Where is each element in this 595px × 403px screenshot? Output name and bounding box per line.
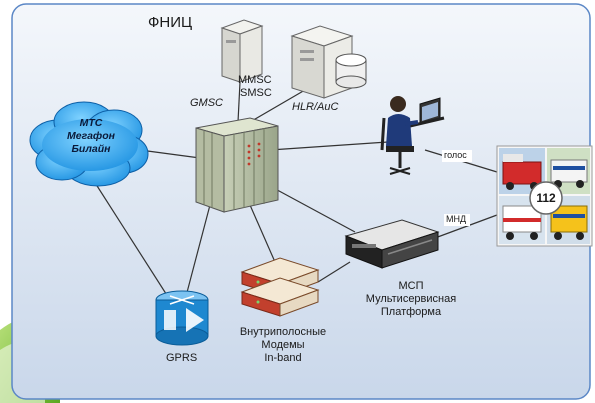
modems-label-line-3: In-band	[264, 352, 302, 364]
router-icon	[155, 290, 209, 346]
cloud-label-line-1: МТС	[79, 117, 103, 129]
gmsc-label: GMSC	[190, 97, 223, 109]
emergency-vehicles-icon	[496, 145, 593, 247]
link-gmsc-msp	[267, 184, 356, 233]
modems-label: Внутриполосные Модемы In-band	[228, 326, 338, 365]
mmsc-server-icon	[220, 19, 264, 83]
link-cloud-gprs	[91, 177, 171, 301]
link-gmsc-operator	[269, 141, 389, 151]
link-gmsc-gprs	[184, 204, 211, 301]
link-modems-msp	[317, 261, 351, 283]
cloud-label-line-3: Билайн	[71, 143, 111, 155]
cloud-label: МТС Мегафон Билайн	[56, 117, 126, 156]
database-icon	[335, 53, 367, 89]
gprs-label: GPRS	[166, 352, 198, 364]
mnd-link-tag-bg	[444, 214, 470, 226]
connection-lines	[91, 81, 498, 301]
hlr-label: HLR/AuC	[292, 101, 339, 113]
msp-label-line-2: Мультисервисная	[365, 293, 457, 305]
msp-label: МСП Мультисервисная Платформа	[356, 280, 466, 319]
link-cloud-gmsc	[139, 149, 201, 159]
link-gmsc-mmsc	[237, 81, 241, 123]
operators-cloud	[29, 101, 149, 187]
msp-label-line-3: Платформа	[380, 306, 442, 318]
diagram-title: ФНИЦ	[148, 14, 193, 31]
smsc-label: SMSC	[240, 87, 272, 99]
voice-link-tag-bg	[442, 150, 472, 162]
link-msp-mnd	[434, 214, 498, 239]
msp-label-line-1: МСП	[398, 280, 424, 292]
link-gmsc-hlr	[249, 89, 306, 123]
cloud-label-line-2: Мегафон	[67, 130, 115, 142]
modems-label-line-1: Внутриполосные	[239, 326, 327, 338]
link-gmsc-modems	[249, 204, 276, 263]
modems-label-line-2: Модемы	[261, 339, 305, 351]
operator-workstation-icon	[380, 96, 445, 175]
mmsc-label: MMSC	[238, 74, 272, 86]
emergency-number-label: 112	[536, 191, 556, 205]
msp-platform-icon	[344, 219, 440, 269]
mnd-link-label: МНД	[446, 214, 467, 224]
voice-link-label: голос	[444, 150, 467, 160]
modem-icon	[240, 257, 320, 317]
gmsc-server-rack-icon	[195, 117, 279, 213]
